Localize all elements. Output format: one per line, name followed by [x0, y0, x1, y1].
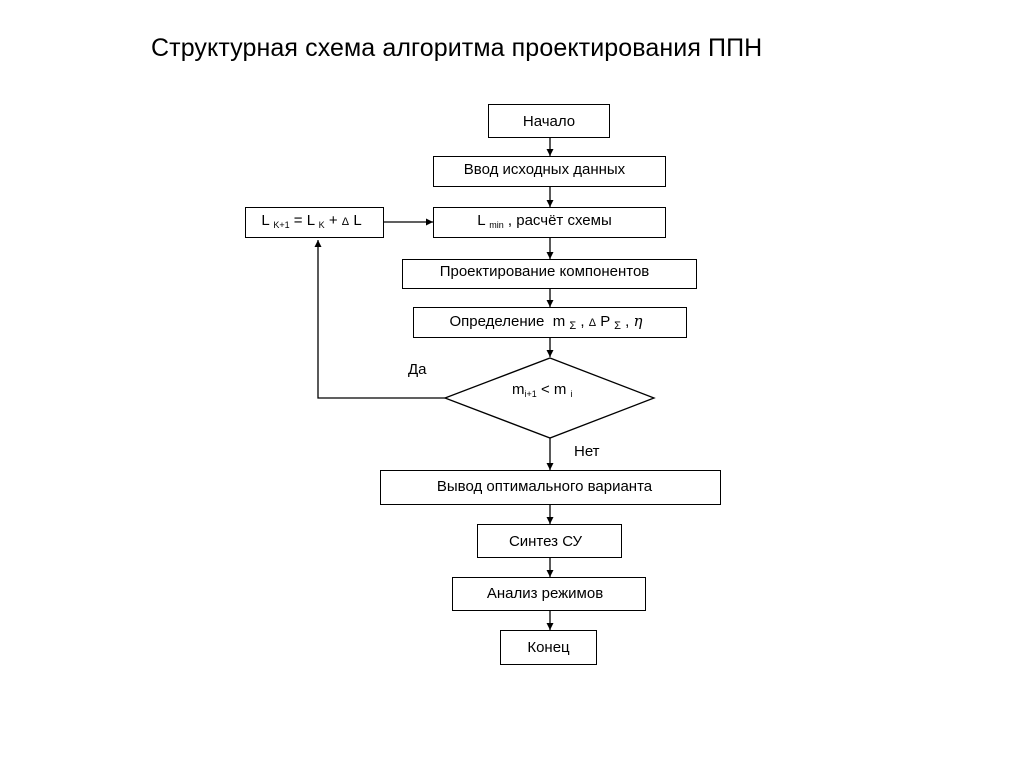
determination-label: Определение m Σ , Δ P Σ , η [414, 312, 678, 332]
yes-label: Да [408, 361, 427, 378]
arrow-yes-loop [314, 240, 445, 399]
cond-i-subscript: i [570, 389, 573, 399]
end-box: Конец [500, 630, 597, 665]
end-label: Конец [527, 639, 570, 656]
condition-diamond [443, 357, 656, 439]
lmin-calc-label: L min , расчёт схемы [434, 212, 655, 230]
lmin-symbol: L [477, 212, 486, 229]
loop-formula-box: L K+1 = L K + Δ L [245, 207, 384, 238]
input-data-label: Ввод исходных данных [463, 161, 626, 178]
delta-symbol: Δ [588, 317, 597, 329]
component-design-label: Проектирование компонентов [439, 263, 650, 280]
synthesis-box: Синтез СУ [477, 524, 622, 558]
determination-box: Определение m Σ , Δ P Σ , η [413, 307, 687, 338]
component-design-box: Проектирование компонентов [402, 259, 697, 289]
synthesis-label: Синтез СУ [508, 533, 583, 550]
page-title: Структурная схема алгоритма проектирован… [151, 34, 763, 62]
output-box: Вывод оптимального варианта [380, 470, 721, 505]
cond-m-symbol: m [512, 381, 525, 398]
cond-m-symbol-2: m [553, 381, 567, 398]
output-label: Вывод оптимального варианта [436, 478, 653, 495]
sigma-symbol: Σ [569, 320, 577, 332]
lmin-text: , расчёт схемы [507, 212, 612, 229]
start-label: Начало [522, 113, 576, 130]
start-box: Начало [488, 104, 610, 138]
loop-l-symbol-2: L [306, 212, 315, 229]
determination-text: Определение [449, 313, 545, 330]
loop-k1-subscript: K+1 [273, 220, 290, 230]
condition-label: mi+1 < m i [512, 381, 573, 399]
loop-k-subscript: K [318, 220, 325, 230]
sigma-symbol-2: Σ [614, 320, 621, 332]
comma-2: , [625, 313, 630, 330]
m-symbol: m [552, 313, 566, 330]
analysis-label: Анализ режимов [486, 585, 604, 602]
loop-l-symbol-3: L [353, 212, 362, 229]
input-data-box: Ввод исходных данных [433, 156, 666, 187]
analysis-box: Анализ режимов [452, 577, 646, 611]
cond-lt: < [540, 381, 550, 398]
p-symbol: P [600, 313, 610, 330]
eta-symbol: η [633, 312, 643, 330]
comma-1: , [580, 313, 585, 330]
loop-delta: Δ [341, 216, 350, 228]
loop-l-symbol: L [261, 212, 270, 229]
lmin-calc-box: L min , расчёт схемы [433, 207, 666, 238]
loop-equals: = [293, 212, 303, 229]
lmin-subscript: min [489, 220, 504, 230]
loop-formula-label: L K+1 = L K + Δ L [246, 212, 377, 230]
loop-plus: + [328, 212, 338, 229]
cond-i1-subscript: i+1 [524, 389, 537, 399]
no-label: Нет [574, 443, 600, 460]
